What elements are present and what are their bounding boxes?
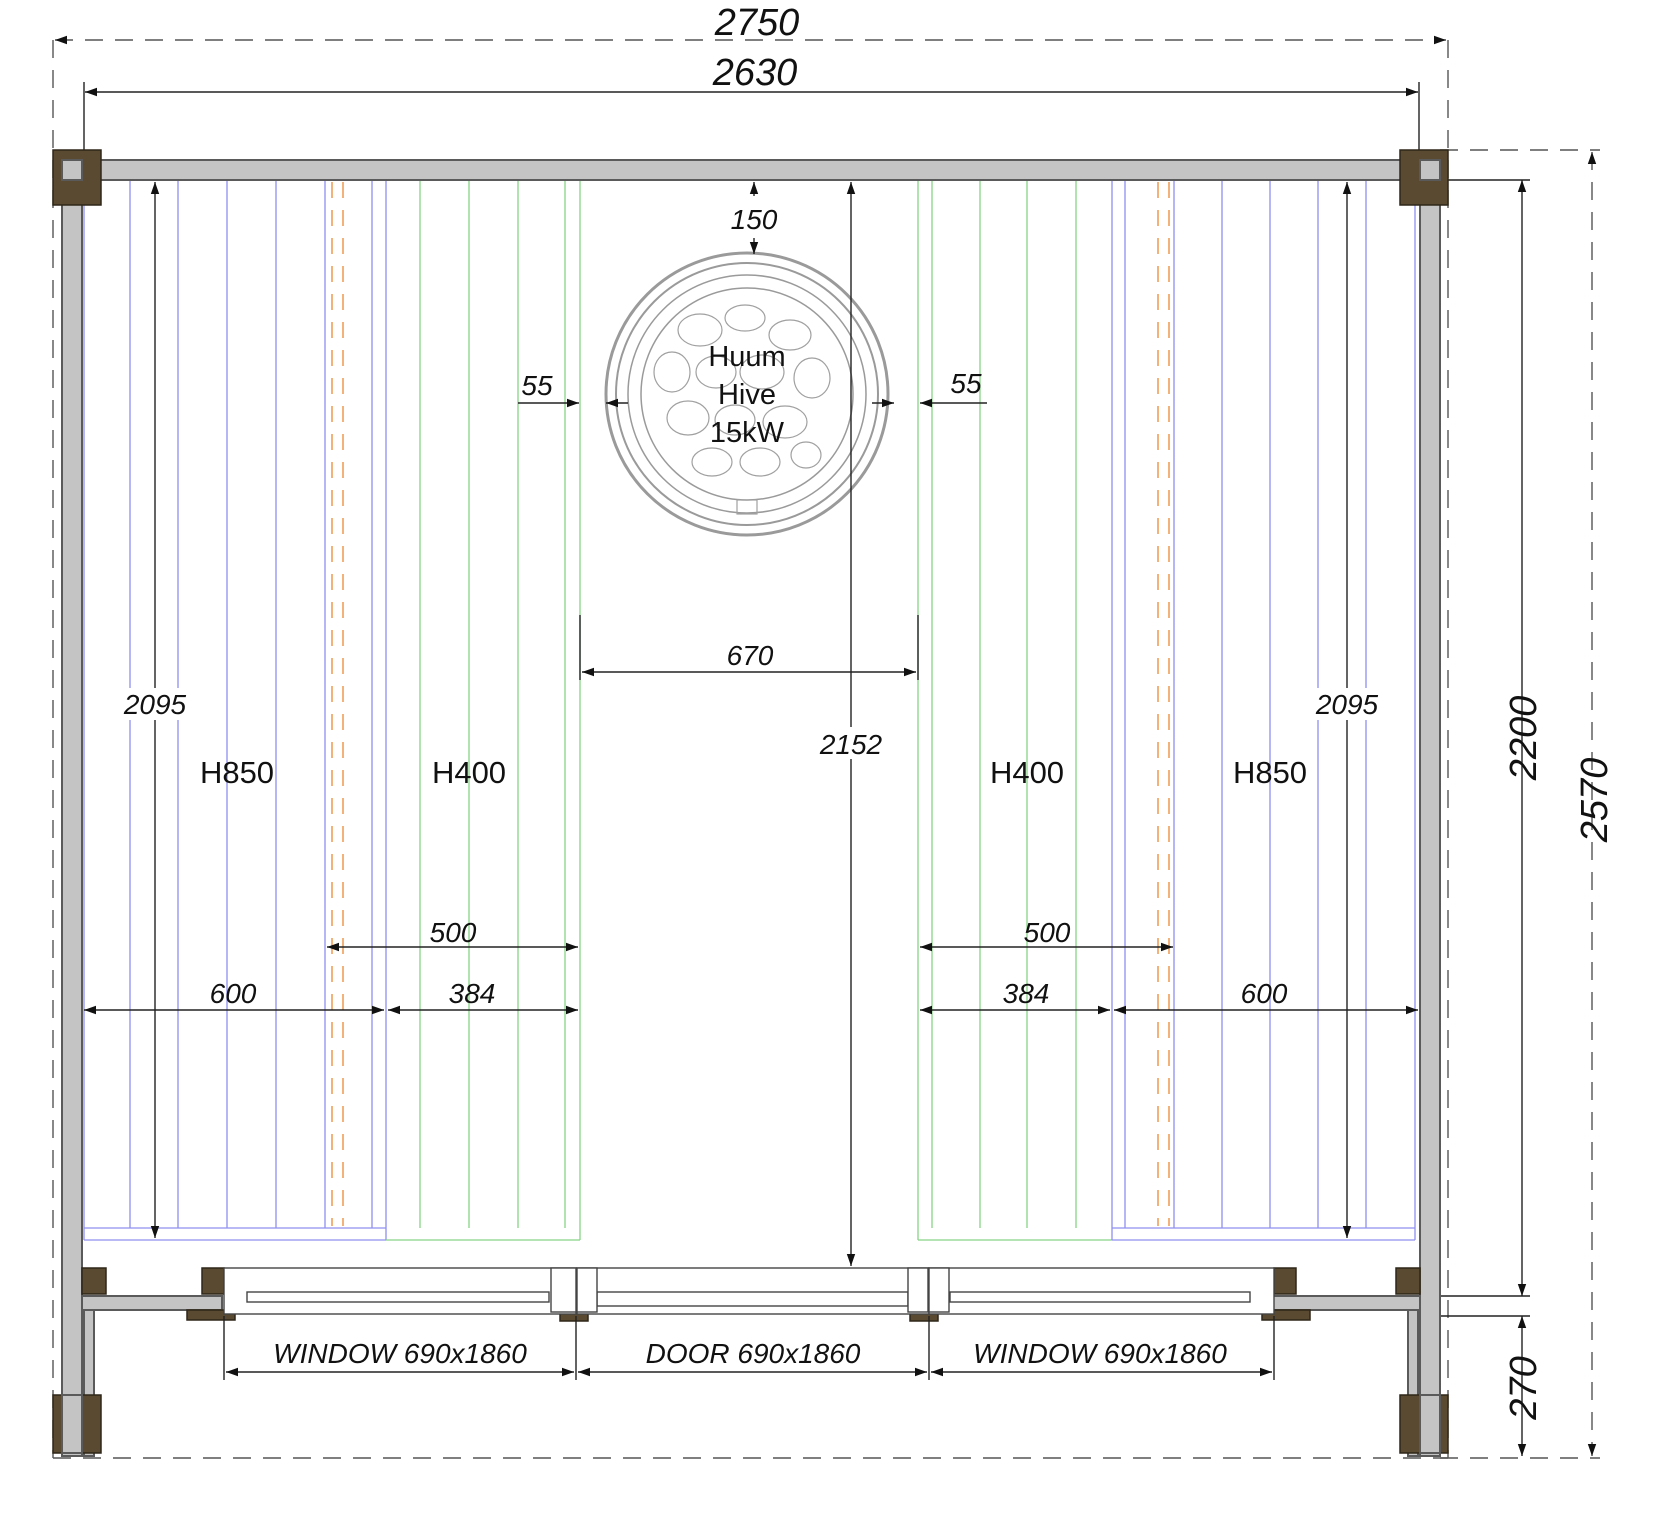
front-openings [223,1267,1275,1315]
dimension-inner-depth: 2200 [1440,179,1545,1297]
heater-label-line3: 15kW [710,417,785,449]
bench-label-left-lower: H400 [432,755,506,790]
dimension-bench-widths: 600 384 384 600 [84,978,1418,1015]
corner-posts [52,149,1449,1454]
right-bench-length-value: 2095 [1315,689,1379,720]
dimension-heater-side-clearance: 55 55 [518,368,987,408]
porch-post-left [83,1309,95,1457]
front-wall-left [81,1295,223,1311]
heater-wall-clearance-value: 150 [731,204,778,235]
window-left-frame [223,1267,577,1315]
dimension-inner-width: 2630 [83,52,1420,150]
dimension-aisle-width: 670 [579,615,919,680]
porch-depth-value: 270 [1503,1356,1545,1420]
right-upper-width-value: 600 [1241,978,1288,1009]
right-wall [1419,159,1441,1457]
outer-width-value: 2750 [714,2,800,44]
dimension-right-bench-length: 2095 [1310,182,1384,1238]
bench-label-left-upper: H850 [200,755,274,790]
bench-right-upper [1111,180,1416,1241]
heater: Huum Hive 15kW [604,251,890,537]
bench-left-lower [386,180,581,1241]
dimension-outer-depth: 2570 [1574,152,1616,1456]
bench-label-right-upper: H850 [1233,755,1307,790]
outer-depth-value: 2570 [1574,758,1616,844]
heater-label-line2: Hive [718,379,776,411]
window-right-frame [928,1267,1275,1315]
dimension-left-lower-span: 500 [327,917,578,952]
front-wall-right [1272,1295,1421,1311]
right-lower-width-value: 384 [1003,978,1050,1009]
right-lower-span-value: 500 [1024,917,1071,948]
opening-label-window-right: WINDOW 690x1860 [973,1338,1227,1369]
heater-stone-pattern [653,304,831,515]
opening-label-door: DOOR 690x1860 [646,1338,861,1369]
left-lower-span-value: 500 [430,917,477,948]
dimension-center-depth: 2152 [812,182,890,1266]
opening-label-window-left: WINDOW 690x1860 [273,1338,527,1369]
heater-right-clearance-value: 55 [950,368,982,399]
post-window-left [201,1267,225,1295]
bench-right-lower [917,180,1112,1241]
bench-label-right-lower: H400 [990,755,1064,790]
dimension-left-bench-length: 2095 [118,182,192,1238]
back-wall [61,159,1441,181]
walls [61,159,1441,1457]
inner-depth-value: 2200 [1503,696,1545,782]
porch-post-right [1407,1309,1419,1457]
post-window-right [1273,1267,1297,1295]
heater-left-clearance-value: 55 [521,370,553,401]
dimension-outer-width: 2750 [55,2,1446,45]
dimension-openings: WINDOW 690x1860 DOOR 690x1860 WINDOW 690… [223,1316,1275,1380]
left-bench-length-value: 2095 [123,689,187,720]
bench-left-upper [83,180,387,1241]
dimension-right-lower-span: 500 [920,917,1173,952]
post-front-right [1395,1267,1421,1295]
left-upper-width-value: 600 [210,978,257,1009]
heater-label-line1: Huum [708,341,785,373]
dimension-porch-depth: 270 [1440,1315,1545,1456]
dimension-heater-wall-clearance: 150 [731,182,778,254]
inner-width-value: 2630 [712,52,798,94]
outer-extent-lines [52,40,1600,1459]
left-wall [61,159,83,1457]
aisle-width-value: 670 [727,640,774,671]
center-depth-value: 2152 [819,729,883,760]
door-frame [576,1267,930,1315]
left-lower-width-value: 384 [449,978,496,1009]
post-front-left [81,1267,107,1295]
